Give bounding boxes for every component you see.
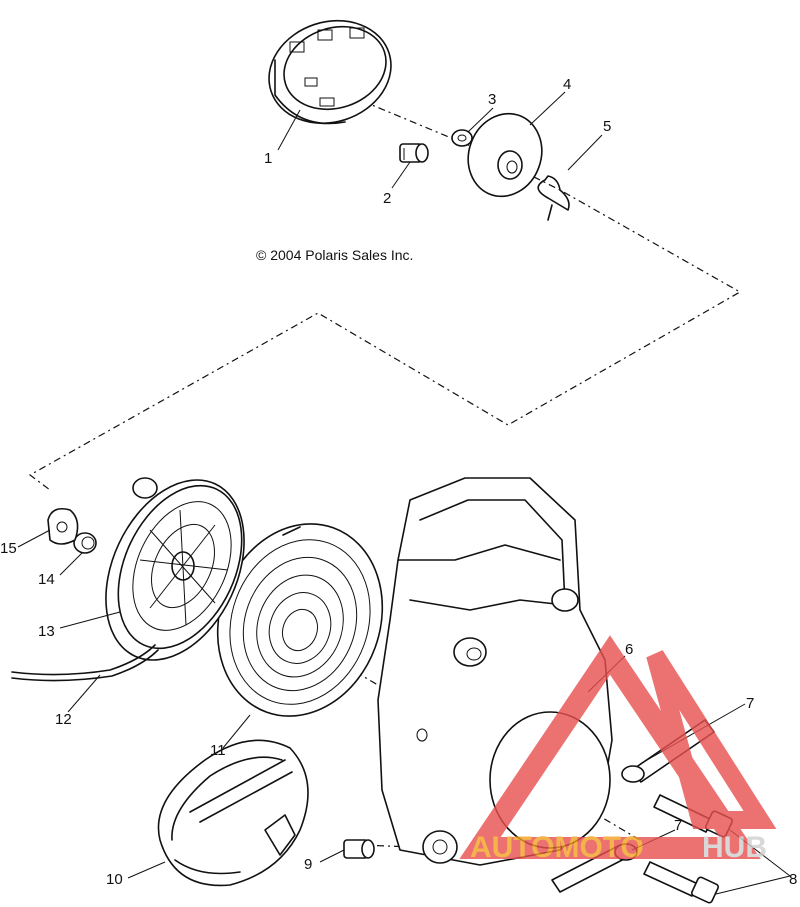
watermark-text-auto: AUTOMOTO: [470, 831, 644, 864]
part-screw-lower: [643, 861, 720, 904]
part-plug-bolt: [343, 839, 375, 859]
callout-13: 13: [38, 623, 55, 640]
callout-2: 2: [383, 190, 391, 207]
part-drive-plate: [467, 112, 543, 198]
part-rope-pulley: [105, 477, 245, 661]
callout-12: 12: [55, 711, 72, 728]
part-ratchet-pawl: [47, 507, 79, 545]
assembly-guide-upper: [28, 74, 742, 491]
callout-15: 15: [0, 540, 17, 557]
part-bolt-small: [399, 143, 429, 163]
callout-14: 14: [38, 571, 55, 588]
part-starter-rope: [11, 644, 159, 682]
leader-lines: [17, 91, 791, 895]
watermark-text-hub: HUB: [702, 831, 767, 864]
watermark-inner-triangle-icon: [646, 650, 777, 829]
callout-3: 3: [488, 91, 496, 108]
part-friction-spring: [73, 532, 97, 554]
part-clip: [537, 175, 570, 221]
part-starter-cup: [268, 19, 392, 125]
watermark-logo: AUTOMOTO HUB: [459, 635, 777, 864]
callout-8: 8: [789, 871, 797, 888]
callout-11: 11: [210, 742, 226, 759]
callout-4: 4: [563, 76, 571, 93]
callout-1: 1: [264, 150, 272, 167]
copyright-text: © 2004 Polaris Sales Inc.: [256, 247, 413, 263]
callout-7-upper: 7: [746, 695, 754, 712]
callout-9: 9: [304, 856, 312, 873]
callout-10: 10: [106, 871, 123, 888]
part-starter-handle: [157, 739, 309, 887]
part-recoil-housing: [377, 477, 613, 866]
callout-7-lower: 7: [674, 817, 682, 834]
part-nut: [451, 129, 473, 147]
callout-6: 6: [625, 641, 633, 658]
callout-5: 5: [603, 118, 611, 135]
